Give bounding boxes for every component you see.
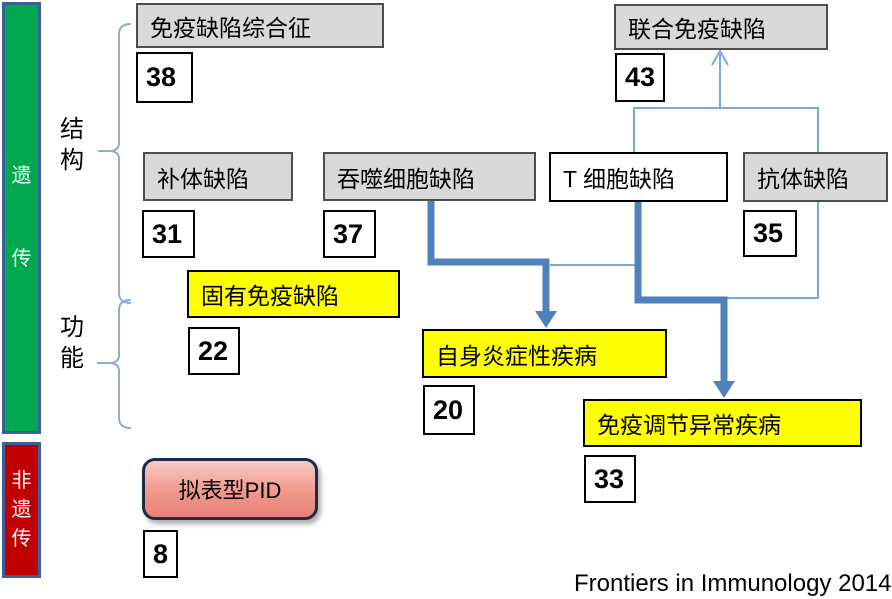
node-complement: 补体缺陷 (143, 152, 293, 201)
count-phagocyte: 37 (323, 210, 376, 258)
arrow-down-icon (535, 311, 557, 328)
arrow-phagocyte-to-autoinflammatory (427, 201, 557, 328)
node-tcell: T 细胞缺陷 (549, 152, 728, 202)
genetic-bar: 遗传 (2, 2, 41, 434)
arrow-up-icon (711, 48, 729, 108)
structure-brace (98, 23, 132, 304)
merge-connector (633, 107, 819, 152)
node-combined: 联合免疫缺陷 (614, 4, 828, 50)
genetic-bar-label: 遗传 (11, 165, 32, 270)
arrow-down-icon (713, 381, 735, 398)
antibody-down-connector (727, 202, 819, 299)
structure-group-label: 结构 (60, 116, 84, 174)
count-phenocopy: 8 (143, 530, 178, 578)
node-phagocyte: 吞噬细胞缺陷 (323, 152, 536, 201)
node-antibody: 抗体缺陷 (743, 152, 888, 202)
non-genetic-bar: 非遗传 (2, 442, 41, 578)
function-group-label: 功能 (60, 314, 84, 372)
count-autoinflammatory: 20 (423, 385, 475, 435)
function-brace (97, 299, 132, 429)
count-complement: 31 (142, 210, 195, 258)
node-phenocopy: 拟表型PID (142, 458, 318, 520)
count-syndromes: 38 (136, 52, 193, 103)
source-caption: Frontiers in Immunology 2014 (574, 570, 892, 597)
arrow-tcell-to-dysregulation (634, 202, 735, 398)
node-dysregulation: 免疫调节异常疾病 (583, 399, 862, 447)
node-innate: 固有免疫缺陷 (187, 270, 400, 318)
count-innate: 22 (188, 327, 240, 375)
non-genetic-bar-label: 非遗传 (11, 469, 32, 550)
count-antibody: 35 (743, 210, 797, 257)
node-syndromes: 免疫缺陷综合征 (136, 3, 384, 48)
count-dysregulation: 33 (584, 455, 636, 503)
node-autoinflammatory: 自身炎症性疾病 (422, 329, 667, 378)
count-combined: 43 (615, 53, 665, 102)
